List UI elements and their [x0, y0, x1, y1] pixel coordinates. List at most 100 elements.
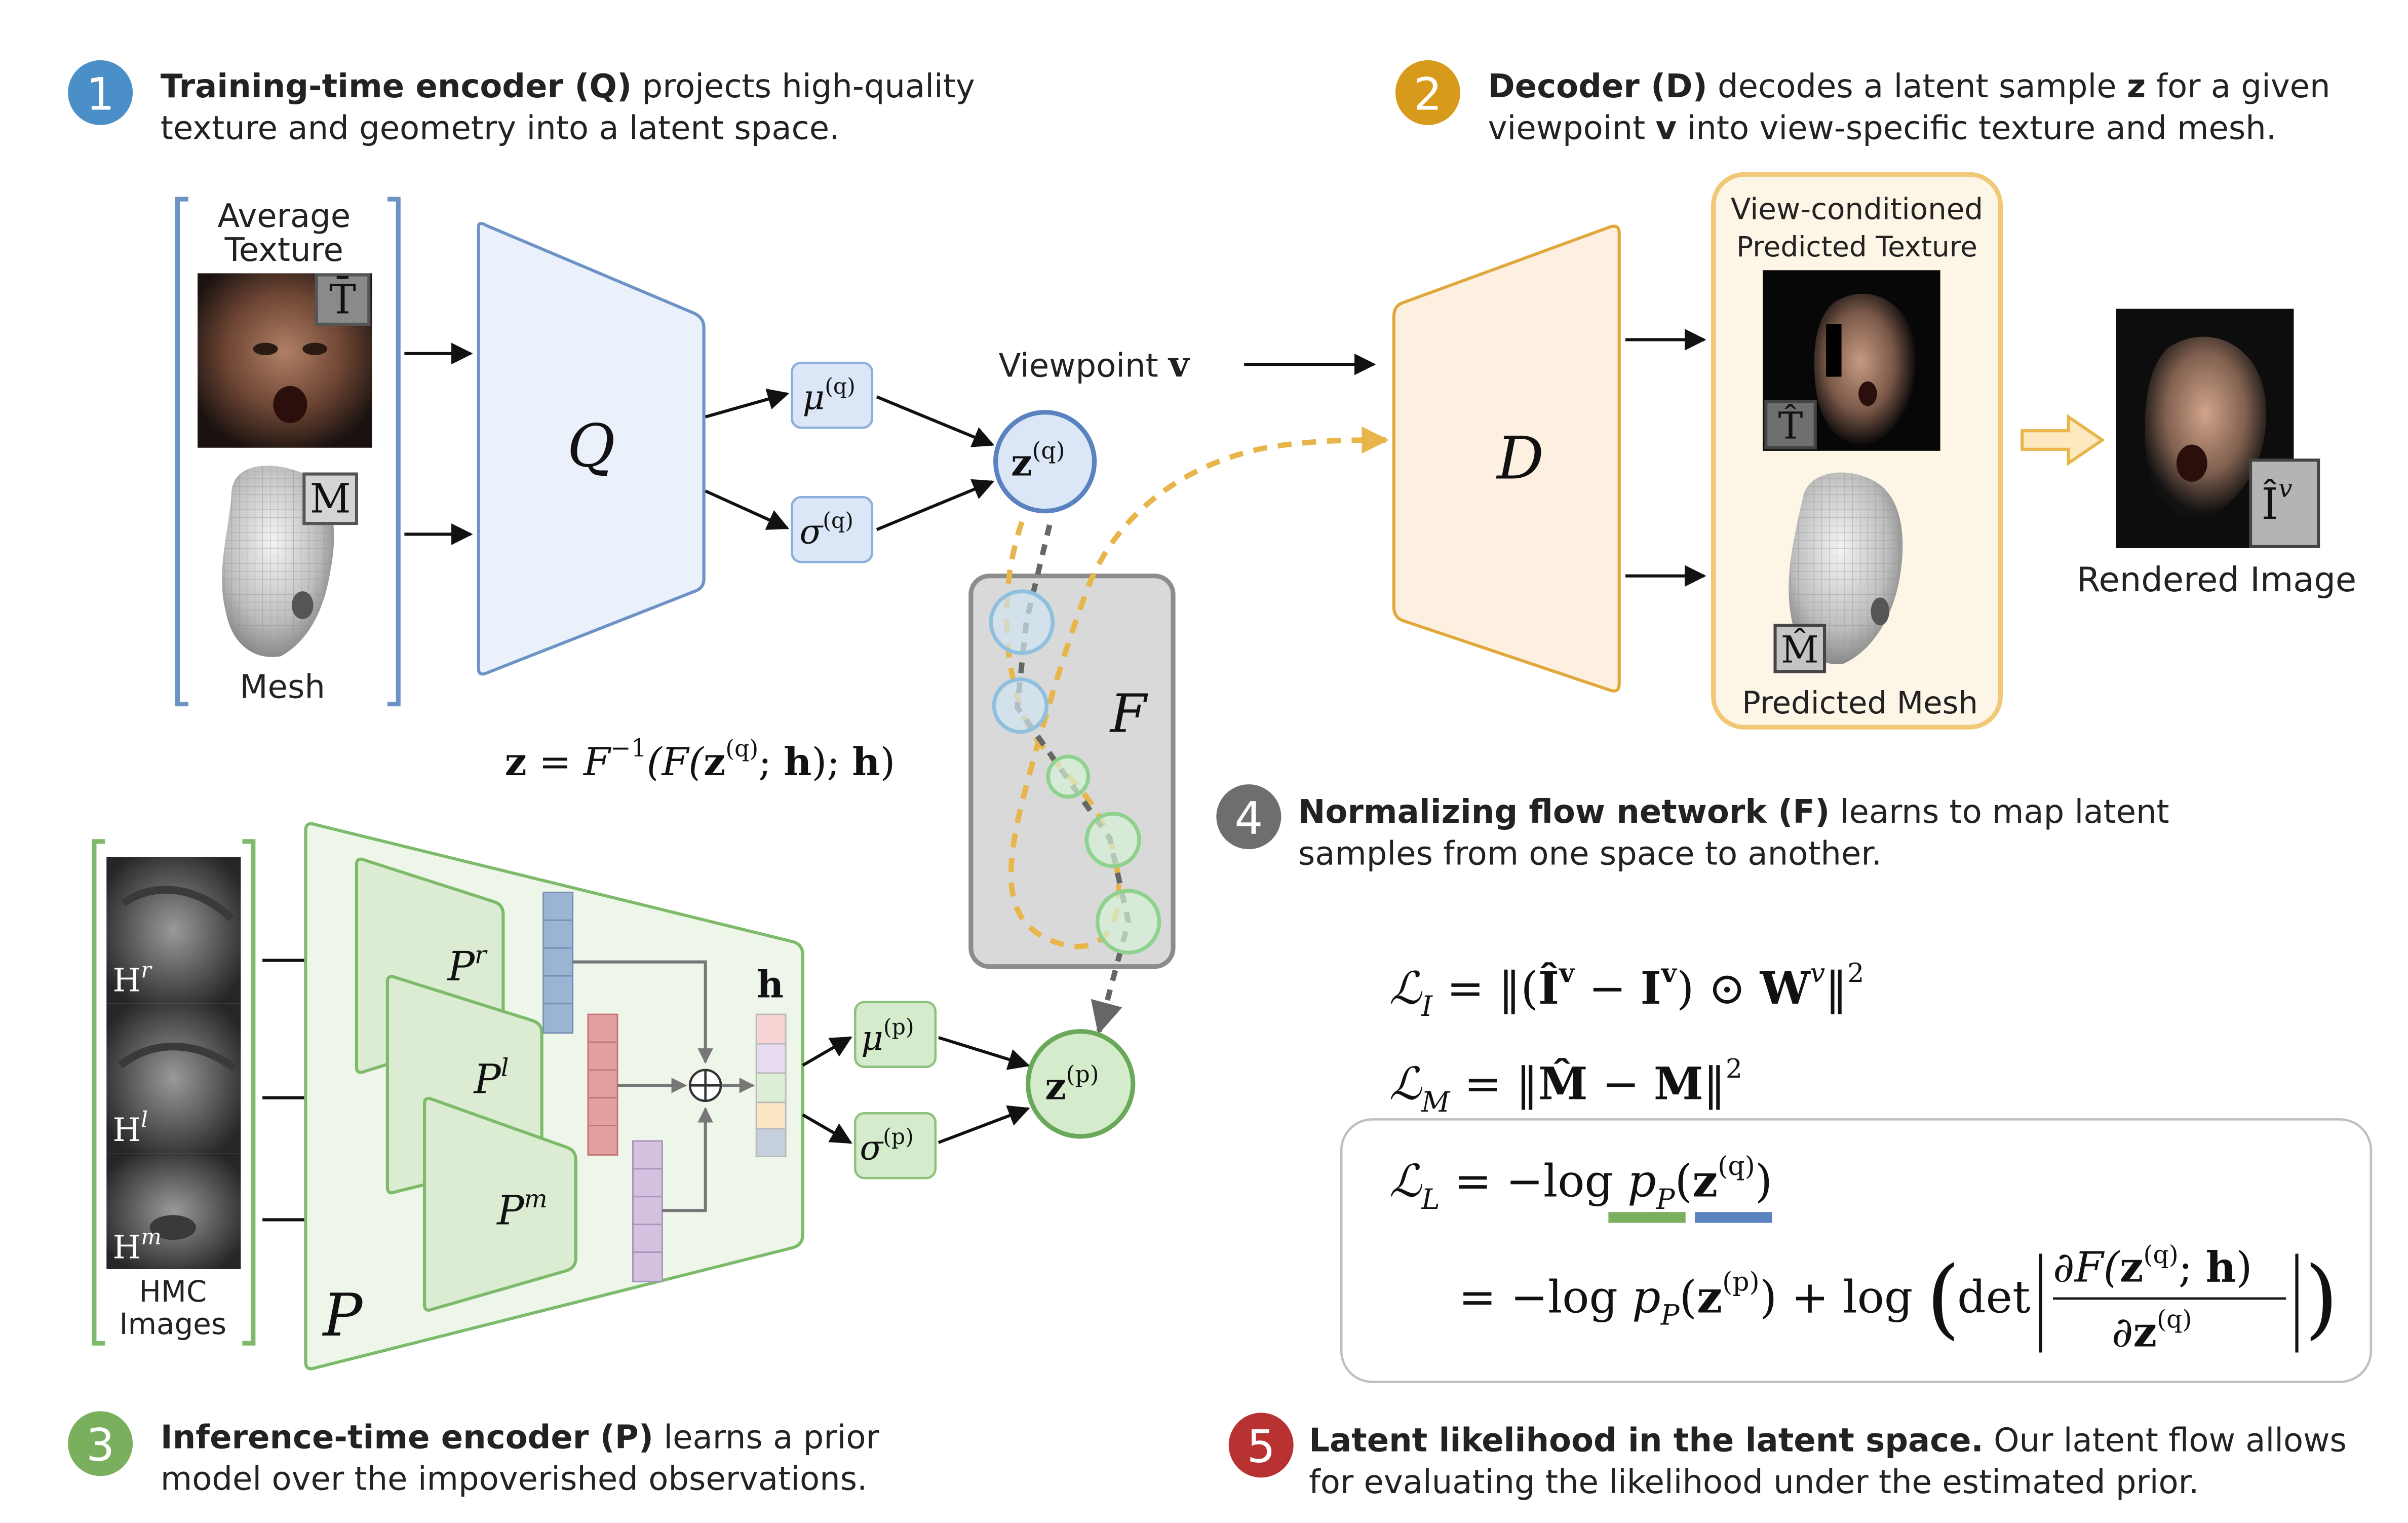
step-1-badge: [68, 60, 133, 125]
avg-texture-label-1: Average: [217, 198, 351, 235]
zp-node: z(p): [1025, 1029, 1136, 1139]
mu-q-box: μ(q): [791, 361, 874, 429]
det-label: det: [1957, 1271, 2030, 1323]
hmc-bracket-left: [92, 839, 105, 1346]
flow-label: F: [1109, 683, 1148, 744]
step-1-line2: texture and geometry into a latent space…: [161, 109, 839, 147]
step-5-header: 5 Latent likelihood in the latent space.…: [1228, 1413, 2347, 1501]
q-input-bracket-right: [387, 197, 401, 707]
flow-node-2: [992, 677, 1048, 734]
h-label: h: [757, 963, 784, 1007]
that-badge: T̂: [1764, 400, 1817, 449]
step-4-number: 4: [1234, 792, 1263, 845]
hmc-hm-label: Hm: [112, 1225, 161, 1266]
predicted-texture-label-1: View-conditioned: [1731, 192, 1983, 226]
zp-label: z(p): [1045, 1061, 1099, 1109]
arrow-h-to-sigma: [802, 1113, 852, 1144]
sub-encoder-pm: [422, 1096, 577, 1312]
step-1-number: 1: [86, 68, 114, 120]
sigma-p-label: σ(p): [860, 1124, 913, 1167]
mu-p-label: μ(p): [861, 1015, 914, 1058]
feature-vector-l: [587, 1013, 618, 1156]
underline-prior: [1608, 1212, 1686, 1223]
latent-likelihood-box: [1340, 1118, 2373, 1383]
pr-label: Pr: [447, 941, 488, 991]
hmc-hl-label: Hl: [112, 1108, 147, 1149]
flow-network: F: [968, 426, 1389, 1035]
underline-latent: [1695, 1212, 1772, 1223]
step-1-rest: projects high-quality: [632, 68, 975, 105]
q-input-bracket-left: [175, 197, 188, 707]
step-4-line2: samples from one space to another.: [1298, 835, 1882, 873]
zq-label: z(q): [1011, 437, 1065, 485]
feature-vector-m: [632, 1140, 663, 1282]
concat-line-r: [572, 960, 713, 1064]
step-5-text: Latent likelihood in the latent space. O…: [1309, 1422, 2347, 1460]
hmc-image-left-eye: [106, 1003, 241, 1154]
step-1-text: Training-time encoder (Q) projects high-…: [161, 68, 975, 105]
mu-p-box: μ(p): [853, 1001, 937, 1069]
loss-ll-expansion: = −log pP(z(p)) + log: [1459, 1267, 1913, 1331]
fraction-numerator: ∂F(z(q); h): [2053, 1241, 2252, 1292]
flow-node-4: [1084, 812, 1141, 868]
concat-line-m: [662, 1107, 713, 1212]
arrow-sigma-to-zp: [938, 1105, 1030, 1144]
step-2-title: Decoder (D): [1488, 68, 1707, 105]
encoder-p-label: P: [322, 1282, 364, 1350]
big-paren-left: (: [1926, 1248, 1960, 1349]
arrow-mu-to-zp: [938, 1036, 1030, 1070]
encoder-q-label: Q: [567, 412, 615, 480]
h-vector: [755, 1013, 787, 1158]
step-2-line2: viewpoint v into view-specific texture a…: [1488, 109, 2276, 147]
m-badge-label: M: [310, 475, 351, 522]
pm-label: Pm: [496, 1185, 548, 1234]
step-2-header: 2 Decoder (D) decodes a latent sample z …: [1395, 60, 2331, 147]
rendered-image-label: Rendered Image: [2077, 560, 2356, 599]
step-4-title: Normalizing flow network (F): [1298, 793, 1830, 831]
q-input-group: Average Texture T̄ M Mesh: [175, 197, 401, 707]
arrow-q-to-sigma: [705, 489, 790, 530]
step-2-line2b: into view-specific texture and mesh.: [1677, 109, 2276, 147]
feature-vector-r: [542, 891, 574, 1034]
step-2-number: 2: [1414, 68, 1442, 120]
step-2-z: z: [2127, 68, 2146, 105]
ihat-badge-label: Îv: [2261, 475, 2293, 529]
mesh-label: Mesh: [240, 668, 325, 706]
sigma-p-box: σ(p): [853, 1112, 937, 1179]
mhat-badge: M̂: [1773, 624, 1827, 673]
step-4-badge: [1216, 784, 1281, 850]
concat-plus-icon: [688, 1069, 722, 1102]
decoder-d-trapezoid: [1392, 224, 1621, 693]
flow-node-3: [1046, 754, 1091, 799]
step-4-text: Normalizing flow network (F) learns to m…: [1298, 793, 2169, 831]
step-2-v: v: [1656, 109, 1677, 147]
sigma-q-label: σ(q): [800, 508, 853, 551]
step-3-line2: model over the impoverished observations…: [161, 1461, 867, 1498]
flow-node-1: [989, 589, 1055, 655]
decoder-output-box: View-conditioned Predicted Texture T̂ M̂…: [1711, 172, 2003, 730]
mhat-badge-label: M̂: [1781, 628, 1819, 671]
step-3-badge: [68, 1411, 133, 1476]
pl-label: Pl: [473, 1054, 509, 1103]
loss-lm: ℒM = ‖M̂ − M‖2: [1389, 1054, 1742, 1118]
zq-node: z(q): [993, 410, 1097, 514]
step-3-rest: learns a prior: [653, 1419, 879, 1456]
step-3-number: 3: [86, 1419, 114, 1471]
sigma-q-box: σ(q): [791, 496, 874, 563]
arrow-sigma-to-zq: [876, 479, 995, 531]
hmc-label-1: HMC: [139, 1274, 207, 1309]
step-2-mid1: decodes a latent sample: [1707, 68, 2127, 105]
m-badge: M: [302, 472, 358, 525]
tbar-badge-label: T̄: [329, 276, 356, 323]
step-1-header: 1 Training-time encoder (Q) projects hig…: [68, 60, 975, 147]
viewpoint-label: Viewpoint v: [999, 344, 1190, 386]
step-4-rest: learns to map latent: [1830, 793, 2169, 831]
hmc-image-right-eye: [106, 857, 241, 1004]
avg-texture-label-2: Texture: [224, 232, 343, 269]
step-2-text: Decoder (D) decodes a latent sample z fo…: [1488, 68, 2331, 105]
big-paren-right: ): [2305, 1248, 2339, 1349]
step-4-header: 4 Normalizing flow network (F) learns to…: [1216, 784, 2169, 873]
hmc-hr-label: Hr: [112, 958, 152, 999]
